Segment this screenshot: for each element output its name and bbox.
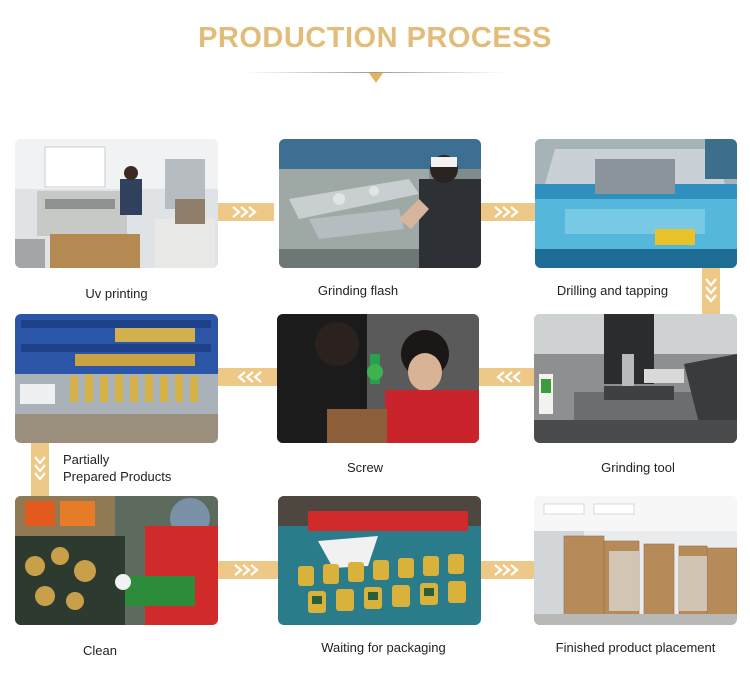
title-divider <box>245 72 505 73</box>
arrow-right-2 <box>481 203 535 221</box>
double-chevron-down-icon <box>34 455 46 481</box>
photo-grinding-flash <box>279 139 481 268</box>
photo-grinding-tool <box>534 314 737 443</box>
arrow-down-2 <box>31 443 49 496</box>
double-chevron-right-icon <box>232 206 257 218</box>
arrow-left-1 <box>218 368 277 386</box>
photo-partially-prepared-products <box>15 314 218 443</box>
photo-screw <box>277 314 479 443</box>
arrow-left-2 <box>479 368 534 386</box>
step-label-waiting-for-packaging: Waiting for packaging <box>321 640 446 655</box>
step-label-uv-printing: Uv printing <box>85 286 148 301</box>
photo-drilling-and-tapping <box>535 139 737 268</box>
step-label-partially: Partially <box>63 452 110 467</box>
page-title: PRODUCTION PROCESS <box>198 22 552 54</box>
photo-waiting-for-packaging <box>278 496 481 625</box>
step-label-finished-product-placement: Finished product placement <box>555 640 716 655</box>
photo-uv-printing <box>15 139 218 268</box>
arrow-right-3 <box>218 561 278 579</box>
double-chevron-down-icon <box>705 277 717 303</box>
step-label-screw: Screw <box>346 460 384 475</box>
arrow-right-1 <box>218 203 274 221</box>
photo-finished-product-placement <box>534 496 737 625</box>
arrow-right-4 <box>481 561 534 579</box>
double-chevron-right-icon <box>234 564 259 576</box>
photo-clean <box>15 496 218 625</box>
step-label-grinding-tool: Grinding tool <box>601 460 675 475</box>
arrow-down-1 <box>702 268 720 315</box>
step-label-prepared-products: Prepared Products <box>63 469 172 484</box>
step-label-drilling-and-tapping: Drilling and tapping <box>556 283 669 298</box>
step-label-grinding-flash: Grinding flash <box>317 283 399 298</box>
double-chevron-right-icon <box>494 206 519 218</box>
double-chevron-right-icon <box>493 564 519 576</box>
double-chevron-left-icon <box>495 371 521 383</box>
double-chevron-left-icon <box>236 371 262 383</box>
step-label-clean: Clean <box>83 643 117 658</box>
title-pointer-icon <box>369 73 383 83</box>
